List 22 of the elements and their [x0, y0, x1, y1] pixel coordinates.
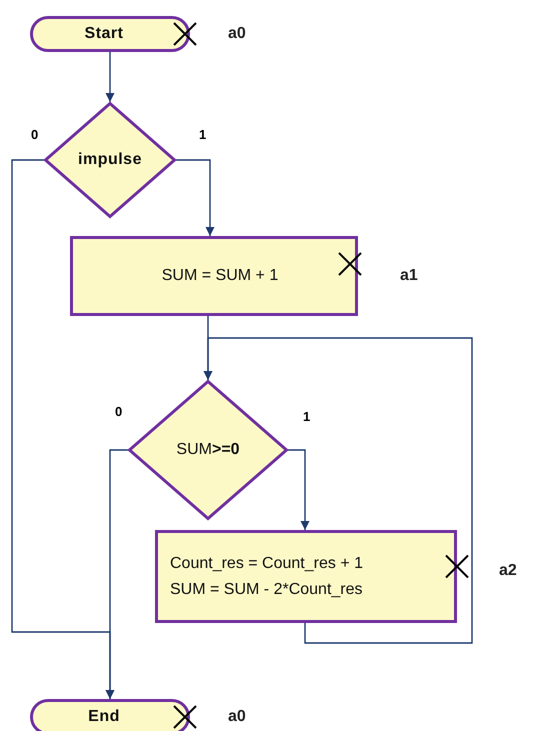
process-box: [70, 236, 358, 316]
arrow: [204, 337, 473, 644]
node-text: SUM>=0: [176, 441, 240, 459]
arrow: [176, 159, 214, 236]
node-text: SUM = SUM - 2*Count_res: [170, 580, 363, 598]
edge-label: 0: [30, 128, 40, 142]
state-label: a1: [400, 267, 418, 285]
state-label: a0: [228, 25, 246, 43]
node-text: End: [88, 708, 120, 726]
state-label: a0: [228, 708, 246, 726]
edge-label: 1: [198, 128, 208, 142]
edge-label: 1: [302, 410, 312, 424]
node-text: Start: [84, 25, 124, 43]
node-text: impulse: [78, 151, 142, 169]
node-text: SUM = SUM + 1: [162, 267, 278, 285]
state-label: a2: [499, 562, 517, 580]
process-box: [155, 530, 457, 623]
arrow: [288, 449, 310, 530]
arrow: [106, 52, 114, 102]
node-text: Count_res = Count_res + 1: [170, 554, 364, 572]
arrow: [106, 449, 128, 699]
edge-label: 0: [114, 405, 124, 419]
